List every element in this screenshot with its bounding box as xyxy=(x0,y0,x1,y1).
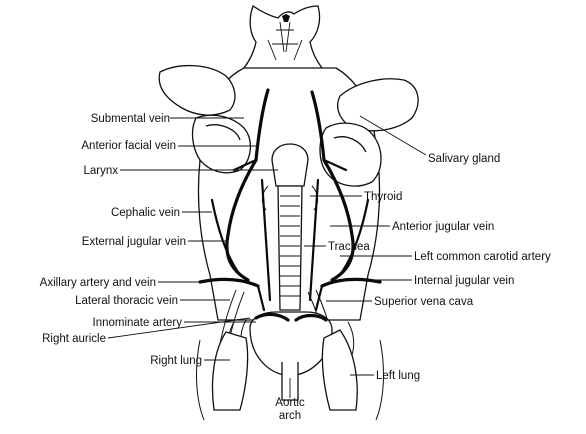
label-right-auricle: Right auricle xyxy=(42,333,106,345)
label-right-lung: Right lung xyxy=(150,355,202,367)
label-cephalic-vein: Cephalic vein xyxy=(111,207,180,219)
label-external-jugular-vein: External jugular vein xyxy=(82,236,186,248)
label-aortic-arch-line2: arch xyxy=(279,410,301,422)
label-trachea: Trachea xyxy=(328,241,370,253)
label-left-common-carotid-artery: Left common carotid artery xyxy=(414,251,551,263)
label-submental-vein: Submental vein xyxy=(91,113,170,125)
label-anterior-jugular-vein: Anterior jugular vein xyxy=(392,221,494,233)
label-innominate-artery: Innominate artery xyxy=(93,317,183,329)
label-thyroid: Thyroid xyxy=(364,191,402,203)
label-aortic-arch-line1: Aortic xyxy=(275,397,305,409)
label-superior-vena-cava: Superior vena cava xyxy=(374,296,474,308)
label-salivary-gland: Salivary gland xyxy=(428,153,500,165)
label-internal-jugular-vein: Internal jugular vein xyxy=(414,275,514,287)
label-larynx: Larynx xyxy=(83,165,118,177)
label-anterior-facial-vein: Anterior facial vein xyxy=(81,140,176,152)
label-left-lung: Left lung xyxy=(376,370,420,382)
label-axillary-artery-and-vein: Axillary artery and vein xyxy=(40,277,156,289)
label-lateral-thoracic-vein: Lateral thoracic vein xyxy=(75,295,178,307)
